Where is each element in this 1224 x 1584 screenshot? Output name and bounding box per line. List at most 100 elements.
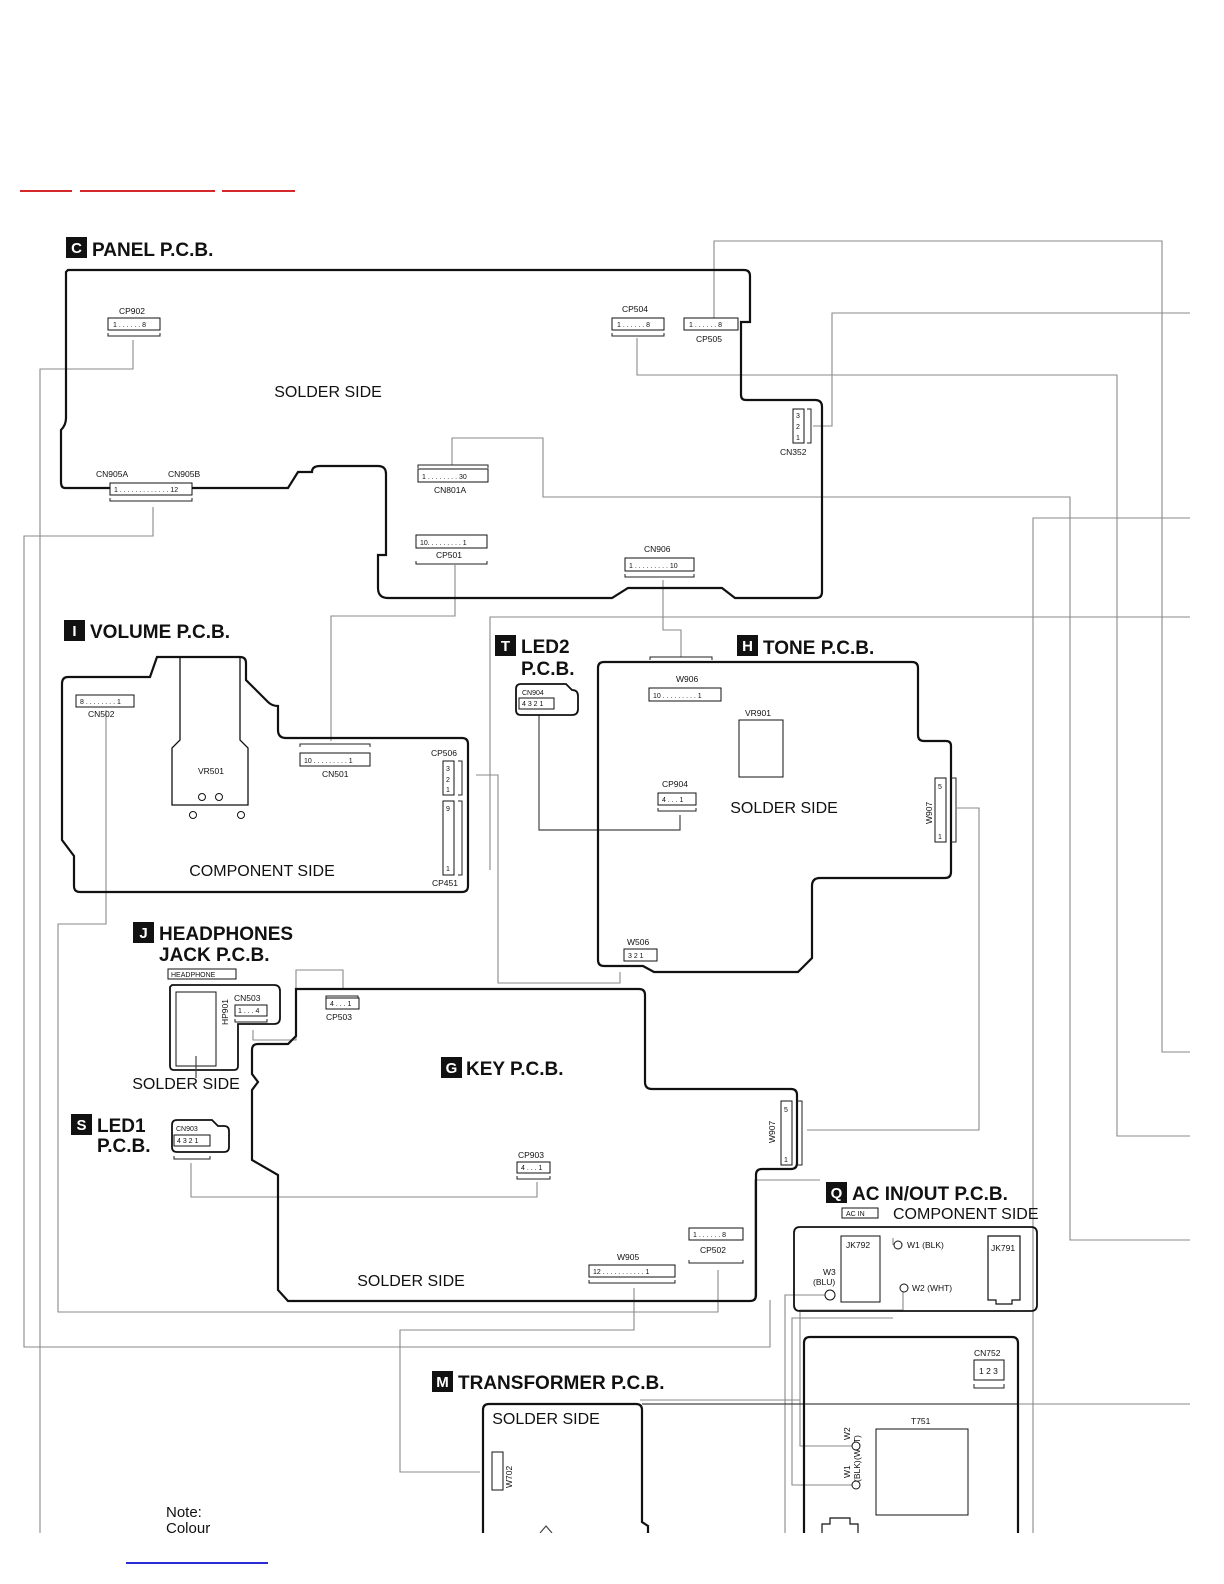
jk792-jack (840, 1235, 881, 1303)
cn905b-label: CN905B (168, 469, 200, 479)
transformer-w1-terminal (851, 1480, 861, 1490)
hp901-jack (175, 991, 217, 1067)
headphones-badge-letter: J (139, 925, 147, 942)
cp503-pins: 4 . . . 1 (330, 1001, 352, 1008)
cp904-connector (657, 792, 697, 806)
cp503-label: CP503 (326, 1012, 352, 1022)
cp451-connector (442, 800, 455, 876)
tone-title: TONE P.C.B. (763, 638, 874, 659)
led2-title-2: P.C.B. (521, 659, 575, 680)
tone-badge (737, 635, 758, 656)
volume-outline (60, 655, 470, 894)
cn502-connector (75, 694, 135, 708)
cp503-connector (325, 997, 360, 1010)
nav-link-2[interactable] (80, 178, 215, 192)
panel-badge-letter: C (71, 240, 82, 257)
note-label: Note: (166, 1504, 202, 1521)
headphones-pcb: J HEADPHONES JACK P.C.B. HEADPHONE HP901… (132, 922, 293, 1093)
nav-link-1[interactable] (20, 178, 72, 192)
cn352-pin1: 1 (796, 435, 800, 442)
w506-connector (623, 948, 658, 962)
acinout-badge (826, 1182, 847, 1203)
led1-title-2: P.C.B. (97, 1136, 151, 1157)
cp904-label: CP904 (662, 779, 688, 789)
w905-connector (588, 1264, 676, 1278)
led1-badge (71, 1114, 92, 1135)
transformer-title: TRANSFORMER P.C.B. (458, 1373, 665, 1394)
volume-title: VOLUME P.C.B. (90, 622, 230, 643)
cp451-pin1: 1 (446, 866, 450, 873)
acinout-side-label: COMPONENT SIDE (893, 1206, 1039, 1223)
w907-key-connector (780, 1100, 793, 1166)
key-badge-letter: G (446, 1060, 458, 1077)
cp501-pins: 10. . . . . . . . . 1 (420, 540, 467, 547)
w702-connector (491, 1451, 504, 1491)
note-colour: Colour (166, 1520, 210, 1537)
cp506-connector (442, 760, 455, 796)
cn904-pins: 4 3 2 1 (522, 701, 544, 708)
led2-outline (515, 683, 579, 716)
bottom-link[interactable] (126, 1552, 268, 1564)
cp502-connector (688, 1227, 744, 1241)
cn904-label: CN904 (522, 690, 544, 697)
tone-pcb: H TONE P.C.B. SOLDER SIDE W906 10 . . . … (596, 635, 957, 974)
wiring (23, 240, 1190, 1533)
panel-pcb: C PANEL P.C.B. SOLDER SIDE CP902 1 . . .… (59, 237, 824, 600)
cn905b-connector (109, 482, 193, 496)
acinout-title: AC IN/OUT P.C.B. (852, 1184, 1008, 1205)
nav-link-3[interactable] (222, 178, 295, 192)
acinout-pcb: Q AC IN/OUT P.C.B. AC IN COMPONENT SIDE … (793, 1182, 1039, 1312)
transformer-side-label: SOLDER SIDE (492, 1411, 600, 1428)
panel-badge (66, 237, 87, 258)
key-title: KEY P.C.B. (466, 1059, 564, 1080)
key-badge (441, 1057, 462, 1078)
cp903-label: CP903 (518, 1150, 544, 1160)
led1-badge-letter: S (76, 1117, 86, 1134)
w907-key-pin5: 5 (784, 1107, 788, 1114)
jk791-label: JK791 (991, 1243, 1015, 1253)
w905-pins: 12 . . . . . . . . . . . 1 (593, 1269, 650, 1276)
w2-terminal (899, 1283, 909, 1293)
transformer-pcb: M TRANSFORMER P.C.B. SOLDER SIDE W702 CN… (432, 1335, 1020, 1534)
vr901-component (738, 719, 784, 778)
tone-outline (596, 660, 953, 974)
cp902-pins: 1 . . . . . . 8 (113, 322, 146, 329)
tone-badge-letter: H (742, 638, 753, 655)
w1-terminal (893, 1240, 903, 1250)
headphones-outline (169, 984, 281, 1071)
t751-transformer (875, 1428, 969, 1516)
w907-tone-pin1: 1 (938, 834, 942, 841)
cp451-label: CP451 (432, 878, 458, 888)
w506-label: W506 (627, 937, 649, 947)
key-pcb: G KEY P.C.B. SOLDER SIDE 4 . . . 1 CP503… (250, 987, 803, 1303)
cn801a-pins: 1 . . . . . . . . 30 (422, 474, 467, 481)
cp904-pins: 4 . . . 1 (662, 797, 684, 804)
cp903-connector (516, 1161, 551, 1174)
w906-label: W906 (676, 674, 698, 684)
led2-badge (495, 635, 516, 656)
transformer-w1-label: W1 (842, 1465, 852, 1478)
cp505-label: CP505 (696, 334, 722, 344)
acinout-outline (793, 1226, 1038, 1312)
w1-label: W1 (BLK) (907, 1240, 944, 1250)
panel-title: PANEL P.C.B. (92, 240, 213, 261)
led2-badge-letter: T (501, 638, 510, 655)
ac-in-tag (841, 1207, 879, 1219)
w906-pins: 10 . . . . . . . . . 1 (653, 693, 702, 700)
cn903-connector (173, 1134, 211, 1147)
cn906-pins: 1 . . . . . . . . . 10 (629, 563, 678, 570)
cn903-label: CN903 (176, 1126, 198, 1133)
w907-tone-pin5: 5 (938, 784, 942, 791)
acinout-badge-letter: Q (831, 1185, 843, 1202)
cn501-pins: 10 . . . . . . . . . 1 (304, 758, 353, 765)
cn905a-label: CN905A (96, 469, 128, 479)
cn903-pins: 4 3 2 1 (177, 1138, 199, 1145)
transformer-w1-color: (BLK) (852, 1460, 862, 1482)
cn352-pin2: 2 (796, 424, 800, 431)
led1-pcb: S LED1 P.C.B. CN903 4 3 2 1 (71, 1114, 230, 1160)
volume-badge (64, 620, 85, 641)
cn502-label: CN502 (88, 709, 115, 719)
cn801a-label: CN801A (434, 485, 466, 495)
cp506-pin3: 3 (446, 766, 450, 773)
